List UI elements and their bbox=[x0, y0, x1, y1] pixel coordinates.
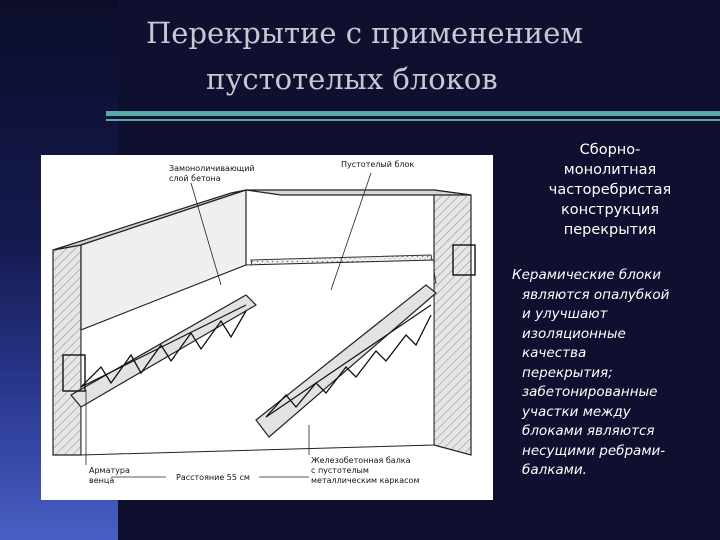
description-line: Керамические блоки bbox=[512, 267, 662, 283]
label-topping-1: Замоноличивающий bbox=[169, 164, 255, 173]
block-description: Керамические блоки являются опалубкой и … bbox=[512, 266, 712, 481]
caption-line: перекрытия bbox=[563, 222, 657, 238]
floor-slab-illustration: Замоноличивающий слой бетона Пустотелый … bbox=[41, 155, 493, 500]
construction-caption: Сборно- монолитная часторебристая констр… bbox=[520, 140, 700, 240]
description-line: несущими ребрами- bbox=[522, 442, 666, 459]
right-wall-front bbox=[433, 189, 472, 456]
label-hollow-block: Пустотелый блок bbox=[341, 160, 414, 169]
title-divider-thick bbox=[106, 111, 720, 116]
right-wall-top bbox=[245, 189, 472, 196]
caption-line: конструкция bbox=[560, 202, 660, 218]
label-topping-2: слой бетона bbox=[169, 174, 221, 183]
left-rebar-cage bbox=[62, 354, 86, 392]
title-line-1: Перекрытие с применением bbox=[146, 16, 583, 50]
right-truss bbox=[265, 314, 432, 418]
right-beam bbox=[255, 284, 437, 438]
description-line: блоками являются bbox=[522, 423, 655, 439]
slab-drawing: Замоноличивающий слой бетона Пустотелый … bbox=[52, 160, 476, 485]
caption-line: Сборно- bbox=[579, 142, 641, 158]
description-line: качества bbox=[522, 345, 587, 361]
label-distance: Расстояние 55 см bbox=[176, 473, 250, 482]
label-rebar-2: венца bbox=[89, 476, 114, 485]
description-line: балками. bbox=[522, 462, 587, 478]
leader-block bbox=[330, 172, 372, 291]
left-truss bbox=[80, 310, 247, 388]
right-truss-chord bbox=[265, 304, 432, 418]
caption-line: монолитная bbox=[563, 162, 657, 178]
title-divider-thin bbox=[106, 119, 720, 121]
label-beam-2: с пустотелым bbox=[311, 466, 369, 475]
label-beam-1: Железобетонная балка bbox=[311, 456, 411, 465]
label-beam-3: металлическим каркасом bbox=[311, 476, 419, 485]
right-rebar-cage bbox=[452, 244, 476, 276]
caption-line: часторебристая bbox=[548, 182, 672, 198]
label-rebar-1: Арматура bbox=[89, 466, 130, 475]
leader-topping bbox=[190, 182, 222, 286]
left-truss-chord bbox=[80, 304, 247, 388]
description-line: изоляционные bbox=[522, 325, 626, 342]
description-line: забетонированные bbox=[522, 384, 658, 400]
title-line-2: пустотелых блоков bbox=[206, 62, 498, 96]
description-line: перекрытия; bbox=[522, 364, 613, 381]
left-wall-side bbox=[52, 244, 82, 456]
description-line: и улучшают bbox=[522, 306, 608, 322]
description-line: участки между bbox=[522, 403, 631, 420]
description-line: являются опалубкой bbox=[522, 286, 670, 303]
